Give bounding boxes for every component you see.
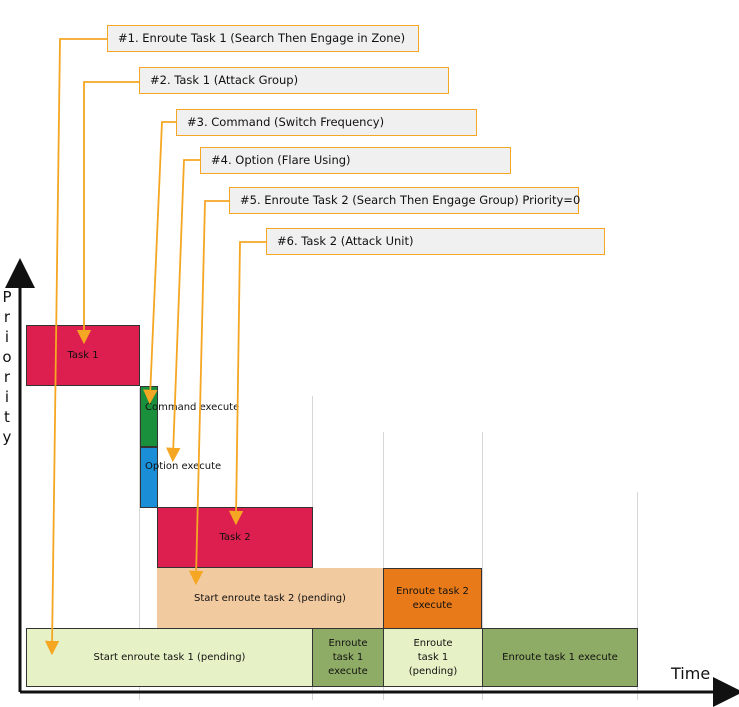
callout-arrow-2 xyxy=(76,81,139,345)
y-axis-label-letter: i xyxy=(4,328,10,346)
y-axis-label-letter: r xyxy=(3,368,11,386)
y-axis-label-letter: t xyxy=(4,408,10,426)
enroute-task-1-execute-block: Enroute task 1 execute xyxy=(482,628,638,687)
y-axis-label-letter: o xyxy=(2,348,12,366)
x-axis-label: Time xyxy=(671,664,711,683)
callout-option: #4. Option (Flare Using) xyxy=(200,147,511,174)
command-execute-label: Command execute xyxy=(145,402,240,413)
enroute-task-1-pending-block: Enroute task 1 (pending) xyxy=(383,628,483,687)
callout-task-1: #2. Task 1 (Attack Group) xyxy=(139,67,449,94)
enroute-task-1-execute-block: Enroute task 1 execute xyxy=(312,628,384,687)
y-axis-label-letter: r xyxy=(3,308,11,326)
option-execute-label: Option execute xyxy=(145,461,222,472)
y-axis-label-letter: y xyxy=(2,428,12,446)
callout-arrow-3 xyxy=(143,121,176,405)
callout-task-2: #6. Task 2 (Attack Unit) xyxy=(266,228,605,255)
callout-arrow-5 xyxy=(188,200,229,586)
callout-enroute-task-2: #5. Enroute Task 2 (Search Then Engage G… xyxy=(229,187,580,214)
option-execute-block xyxy=(140,447,158,508)
start-enroute-task-1-pending-block: Start enroute task 1 (pending) xyxy=(26,628,313,687)
callout-arrow-4 xyxy=(166,159,200,463)
timeline-gridline xyxy=(383,432,384,700)
timeline-gridline xyxy=(482,432,483,700)
y-axis-label-letter: P xyxy=(2,288,12,306)
callout-arrow-6 xyxy=(228,241,266,526)
callout-enroute-task-1: #1. Enroute Task 1 (Search Then Engage i… xyxy=(107,25,419,52)
timeline-gridline xyxy=(139,388,140,700)
callout-arrow-1 xyxy=(44,38,107,656)
timeline-gridline xyxy=(637,492,638,700)
y-axis-label-letter: i xyxy=(4,388,10,406)
callout-command: #3. Command (Switch Frequency) xyxy=(176,109,477,136)
